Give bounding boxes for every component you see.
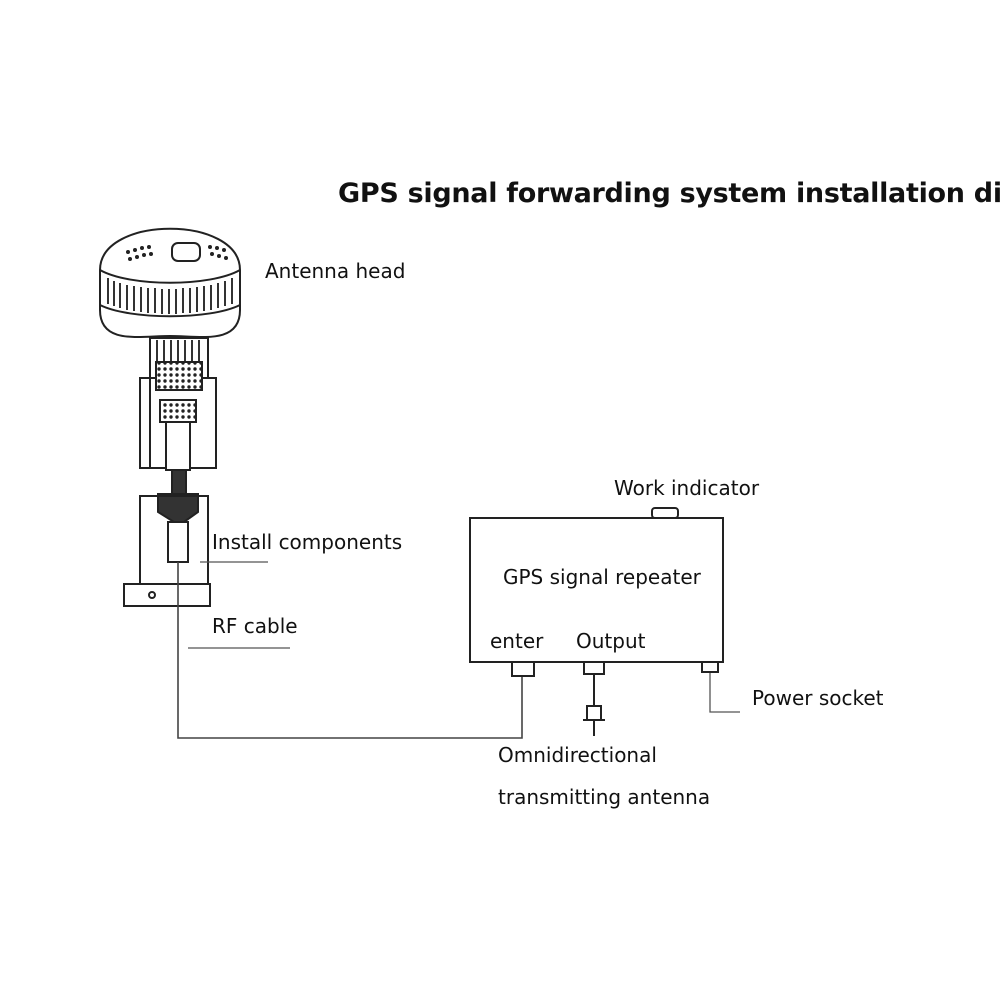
label-antenna-head: Antenna head [265,259,406,283]
antenna-head-icon [99,227,241,339]
label-omni-line1: Omnidirectional [498,743,657,767]
label-enter-port: enter [490,629,544,653]
label-omni-line2: transmitting antenna [498,785,711,809]
leader-lines [188,561,740,713]
label-output-port: Output [576,629,646,653]
label-power-socket: Power socket [752,686,884,710]
label-work-indicator: Work indicator [614,476,760,500]
rf-cable-line [177,562,523,739]
omni-antenna-icon [583,674,605,736]
label-install-components: Install components [212,530,403,554]
antenna-mount-icon [123,337,217,607]
diagram-title: GPS signal forwarding system installatio… [338,178,1000,209]
label-rf-cable: RF cable [212,614,298,638]
label-gps-signal-repeater: GPS signal repeater [503,565,701,589]
gps-repeater-box [469,507,724,677]
